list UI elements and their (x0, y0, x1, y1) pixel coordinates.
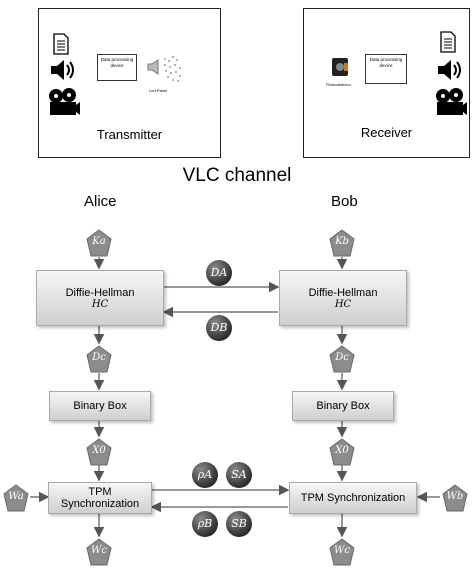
bob-binary-box: Binary Box (292, 391, 394, 421)
receiver-panel: Photodetector Data processing device Rec… (303, 8, 470, 158)
speaker-icon (51, 60, 74, 80)
speaker-icon (438, 60, 461, 80)
s-b-circle: SB (226, 511, 252, 537)
alice-w-input-pentagon: Wa (3, 484, 29, 512)
bob-key-label: Kb (335, 236, 349, 247)
bob-label: Bob (331, 193, 358, 210)
alice-binary-label: Binary Box (73, 400, 127, 412)
bob-wc-label: Wc (334, 545, 350, 556)
alice-dc-label: Dc (92, 352, 106, 363)
rho-a-circle: ρA (192, 462, 218, 488)
bob-key-pentagon: Kb (329, 229, 355, 257)
transmitter-processing-box: Data processing device (97, 54, 137, 81)
receiver-processing-box: Data processing device (365, 54, 407, 84)
alice-wc-pentagon: Wc (86, 538, 112, 566)
photodetector-icon (332, 58, 348, 76)
alice-label: Alice (84, 193, 117, 210)
alice-x0-label: X0 (92, 445, 106, 456)
receiver-label: Receiver (360, 125, 413, 140)
alice-key-label: Ka (92, 236, 106, 247)
bob-w-input-label: Wb (446, 491, 464, 502)
led-panel-caption: Led Panel (149, 88, 168, 93)
alice-dc-pentagon: Dc (86, 345, 112, 373)
bob-dc-label: Dc (335, 352, 349, 363)
transmitter-label: Transmitter (96, 127, 163, 142)
bob-dc-pentagon: Dc (329, 345, 355, 373)
film-reel-icon (436, 88, 467, 115)
film-reel-icon (49, 88, 80, 115)
bob-x0-label: X0 (335, 445, 349, 456)
bob-diffie-hellman-box: Diffie-Hellman HC (279, 270, 407, 326)
da-circle: DA (206, 260, 232, 286)
channel-title: VLC channel (182, 165, 292, 186)
alice-key-pentagon: Ka (86, 229, 112, 257)
document-icon (53, 33, 69, 55)
bob-dh-sub: HC (334, 298, 352, 310)
alice-binary-box: Binary Box (49, 391, 151, 421)
alice-diffie-hellman-box: Diffie-Hellman HC (36, 270, 164, 326)
s-a-circle: SA (226, 462, 252, 488)
photodetector-caption: Photodetector (326, 82, 351, 87)
bob-dh-title: Diffie-Hellman (308, 286, 378, 299)
document-icon (440, 31, 456, 53)
bob-w-input-pentagon: Wb (442, 484, 468, 512)
bob-x0-pentagon: X0 (329, 438, 355, 466)
bob-tpm-label: TPM Synchronization (300, 492, 406, 504)
alice-wc-label: Wc (91, 545, 107, 556)
db-circle: DB (206, 315, 232, 341)
bob-wc-pentagon: Wc (329, 538, 355, 566)
led-panel-icon (147, 59, 159, 75)
alice-dh-title: Diffie-Hellman (65, 286, 135, 299)
bob-tpm-box: TPM Synchronization (289, 482, 417, 514)
alice-tpm-label: TPM Synchronization (60, 486, 140, 510)
bob-binary-label: Binary Box (316, 400, 370, 412)
transmitter-processing-label: Data processing device (100, 57, 134, 68)
alice-dh-sub: HC (91, 298, 109, 310)
alice-x0-pentagon: X0 (86, 438, 112, 466)
receiver-processing-label: Data processing device (369, 57, 403, 68)
transmitter-panel: Data processing device Led Panel Transmi… (38, 8, 221, 158)
rho-b-circle: ρB (192, 511, 218, 537)
light-rays-icon (164, 56, 181, 82)
alice-tpm-box: TPM Synchronization (48, 482, 152, 514)
alice-w-input-label: Wa (8, 491, 24, 502)
